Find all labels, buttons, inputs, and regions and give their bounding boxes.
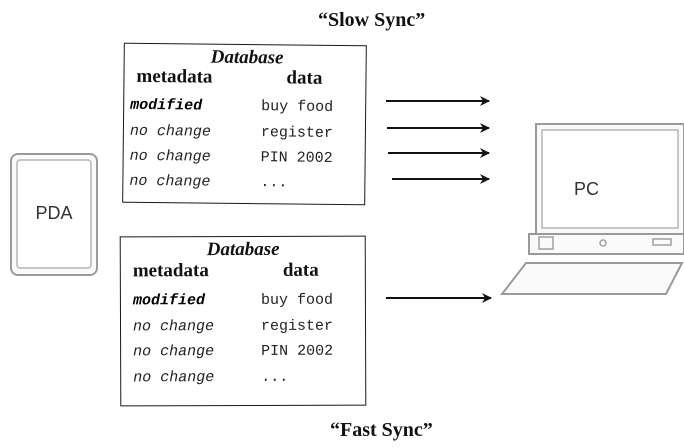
pc-icon	[499, 123, 684, 295]
pda-device: PDA	[9, 152, 99, 277]
pc-device: PC	[499, 100, 684, 300]
fast-sync-caption: “Fast Sync”	[330, 419, 433, 441]
slow-sync-caption: “Slow Sync”	[318, 9, 426, 31]
pda-label: PDA	[35, 203, 73, 223]
pda-icon	[10, 153, 98, 276]
pc-label: PC	[574, 179, 600, 199]
